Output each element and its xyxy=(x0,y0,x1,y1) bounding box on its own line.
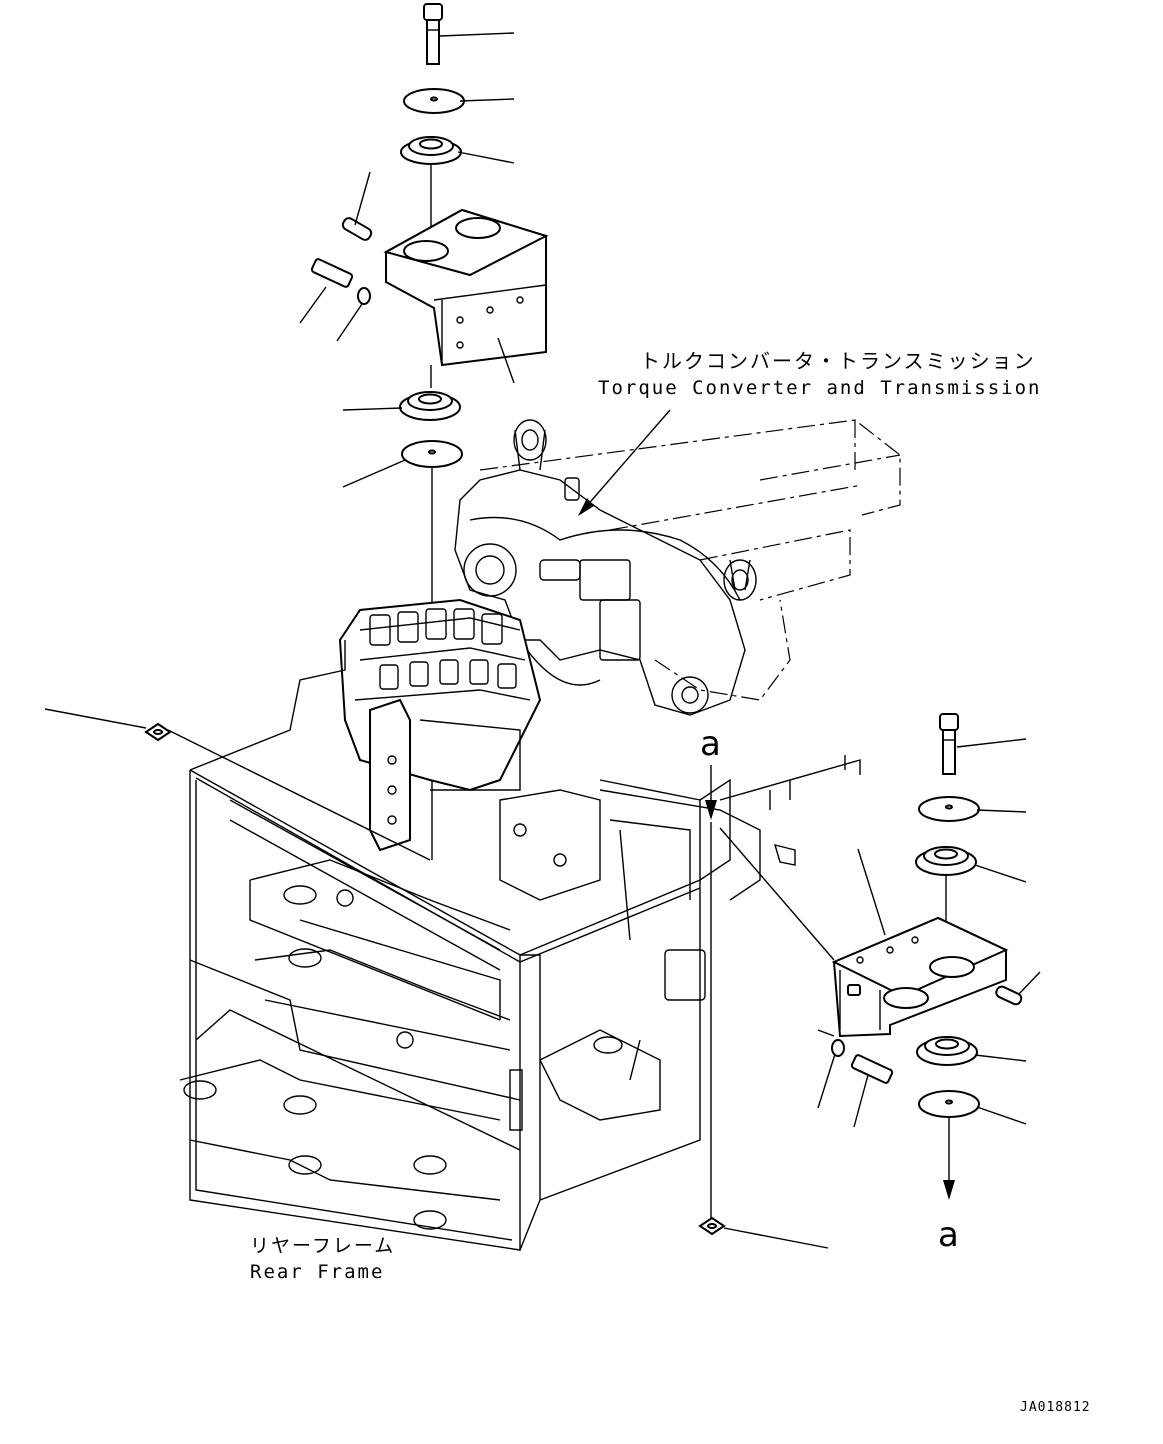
right-mount-washer-top xyxy=(918,796,980,822)
transmission-phantom-frame xyxy=(479,419,901,701)
control-valve xyxy=(338,598,601,901)
left-mount-side-washer xyxy=(357,287,371,305)
torque-converter-label-jp: トルクコンバータ・トランスミッション xyxy=(640,349,1036,373)
rear-frame-label-en: Rear Frame xyxy=(250,1261,384,1283)
left-mount-bracket xyxy=(383,208,549,367)
right-mount-bracket xyxy=(831,916,1009,1038)
drawing-number: JA018812 xyxy=(1020,1400,1091,1415)
right-mount-side-washer xyxy=(831,1039,845,1057)
left-mount-nut xyxy=(144,722,172,742)
left-mount-side-bolt xyxy=(310,258,354,288)
right-mount-cushion-bottom xyxy=(916,1036,978,1066)
right-frame-nut xyxy=(698,1216,726,1236)
left-mount-pin xyxy=(341,217,373,241)
right-mount-washer-bottom xyxy=(918,1090,980,1118)
left-mount-cushion-top xyxy=(400,136,462,165)
arrow-to-a-bottom xyxy=(943,1117,955,1200)
right-mount-cushion-top xyxy=(915,846,977,876)
arrow-from-a-top xyxy=(705,765,717,1218)
reference-mark-a-top: a xyxy=(700,724,721,764)
torque-converter-label-en: Torque Converter and Transmission xyxy=(598,377,1042,399)
left-mount-washer-top xyxy=(403,88,465,114)
rear-frame-label-jp: リヤーフレーム xyxy=(250,1235,395,1257)
left-mount-bolt xyxy=(423,3,443,65)
reference-mark-a-bottom: a xyxy=(938,1215,959,1255)
left-mount-cushion-bottom xyxy=(399,391,461,421)
right-mount-bolt xyxy=(939,713,959,775)
right-mount-side-bolt xyxy=(850,1054,894,1084)
torque-converter-leader xyxy=(578,409,671,516)
transmission-body xyxy=(454,419,757,716)
rear-frame xyxy=(179,640,861,1251)
left-leader-lines xyxy=(299,32,515,488)
right-mount-pin xyxy=(995,985,1023,1006)
right-leader-lines xyxy=(817,738,1041,1128)
left-mount-washer-bottom xyxy=(401,440,463,468)
